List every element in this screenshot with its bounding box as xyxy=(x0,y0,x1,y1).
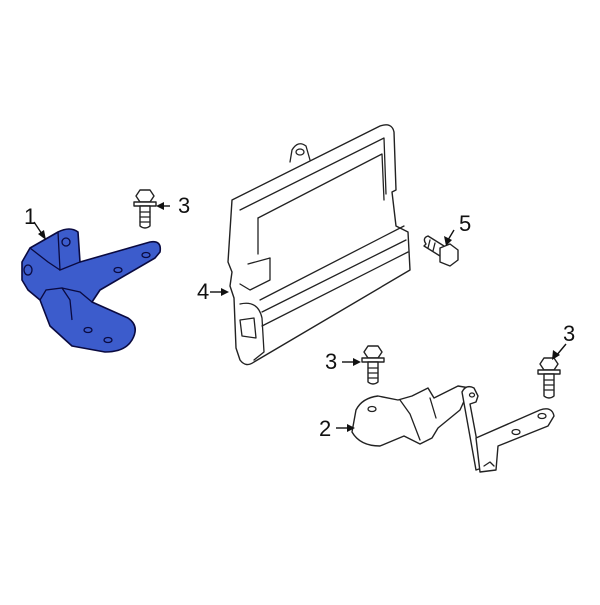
leader-arrows xyxy=(33,202,567,432)
callout-2: 2 xyxy=(319,416,332,441)
bolt-3-middle[interactable] xyxy=(361,345,385,385)
callout-5: 5 xyxy=(459,211,472,236)
part-2-height-sensor[interactable] xyxy=(351,385,555,473)
callout-1: 1 xyxy=(24,204,37,229)
callout-3-middle: 3 xyxy=(325,349,338,374)
bolt-3-right[interactable] xyxy=(537,357,561,399)
callout-4: 4 xyxy=(197,279,210,304)
part-1-bracket[interactable] xyxy=(21,228,162,353)
bolt-5[interactable] xyxy=(423,235,459,267)
part-4-control-module[interactable] xyxy=(227,124,411,366)
callout-3-right: 3 xyxy=(563,321,576,346)
callout-3-upper-left: 3 xyxy=(178,193,191,218)
bolt-3-upper-left[interactable] xyxy=(133,189,157,229)
